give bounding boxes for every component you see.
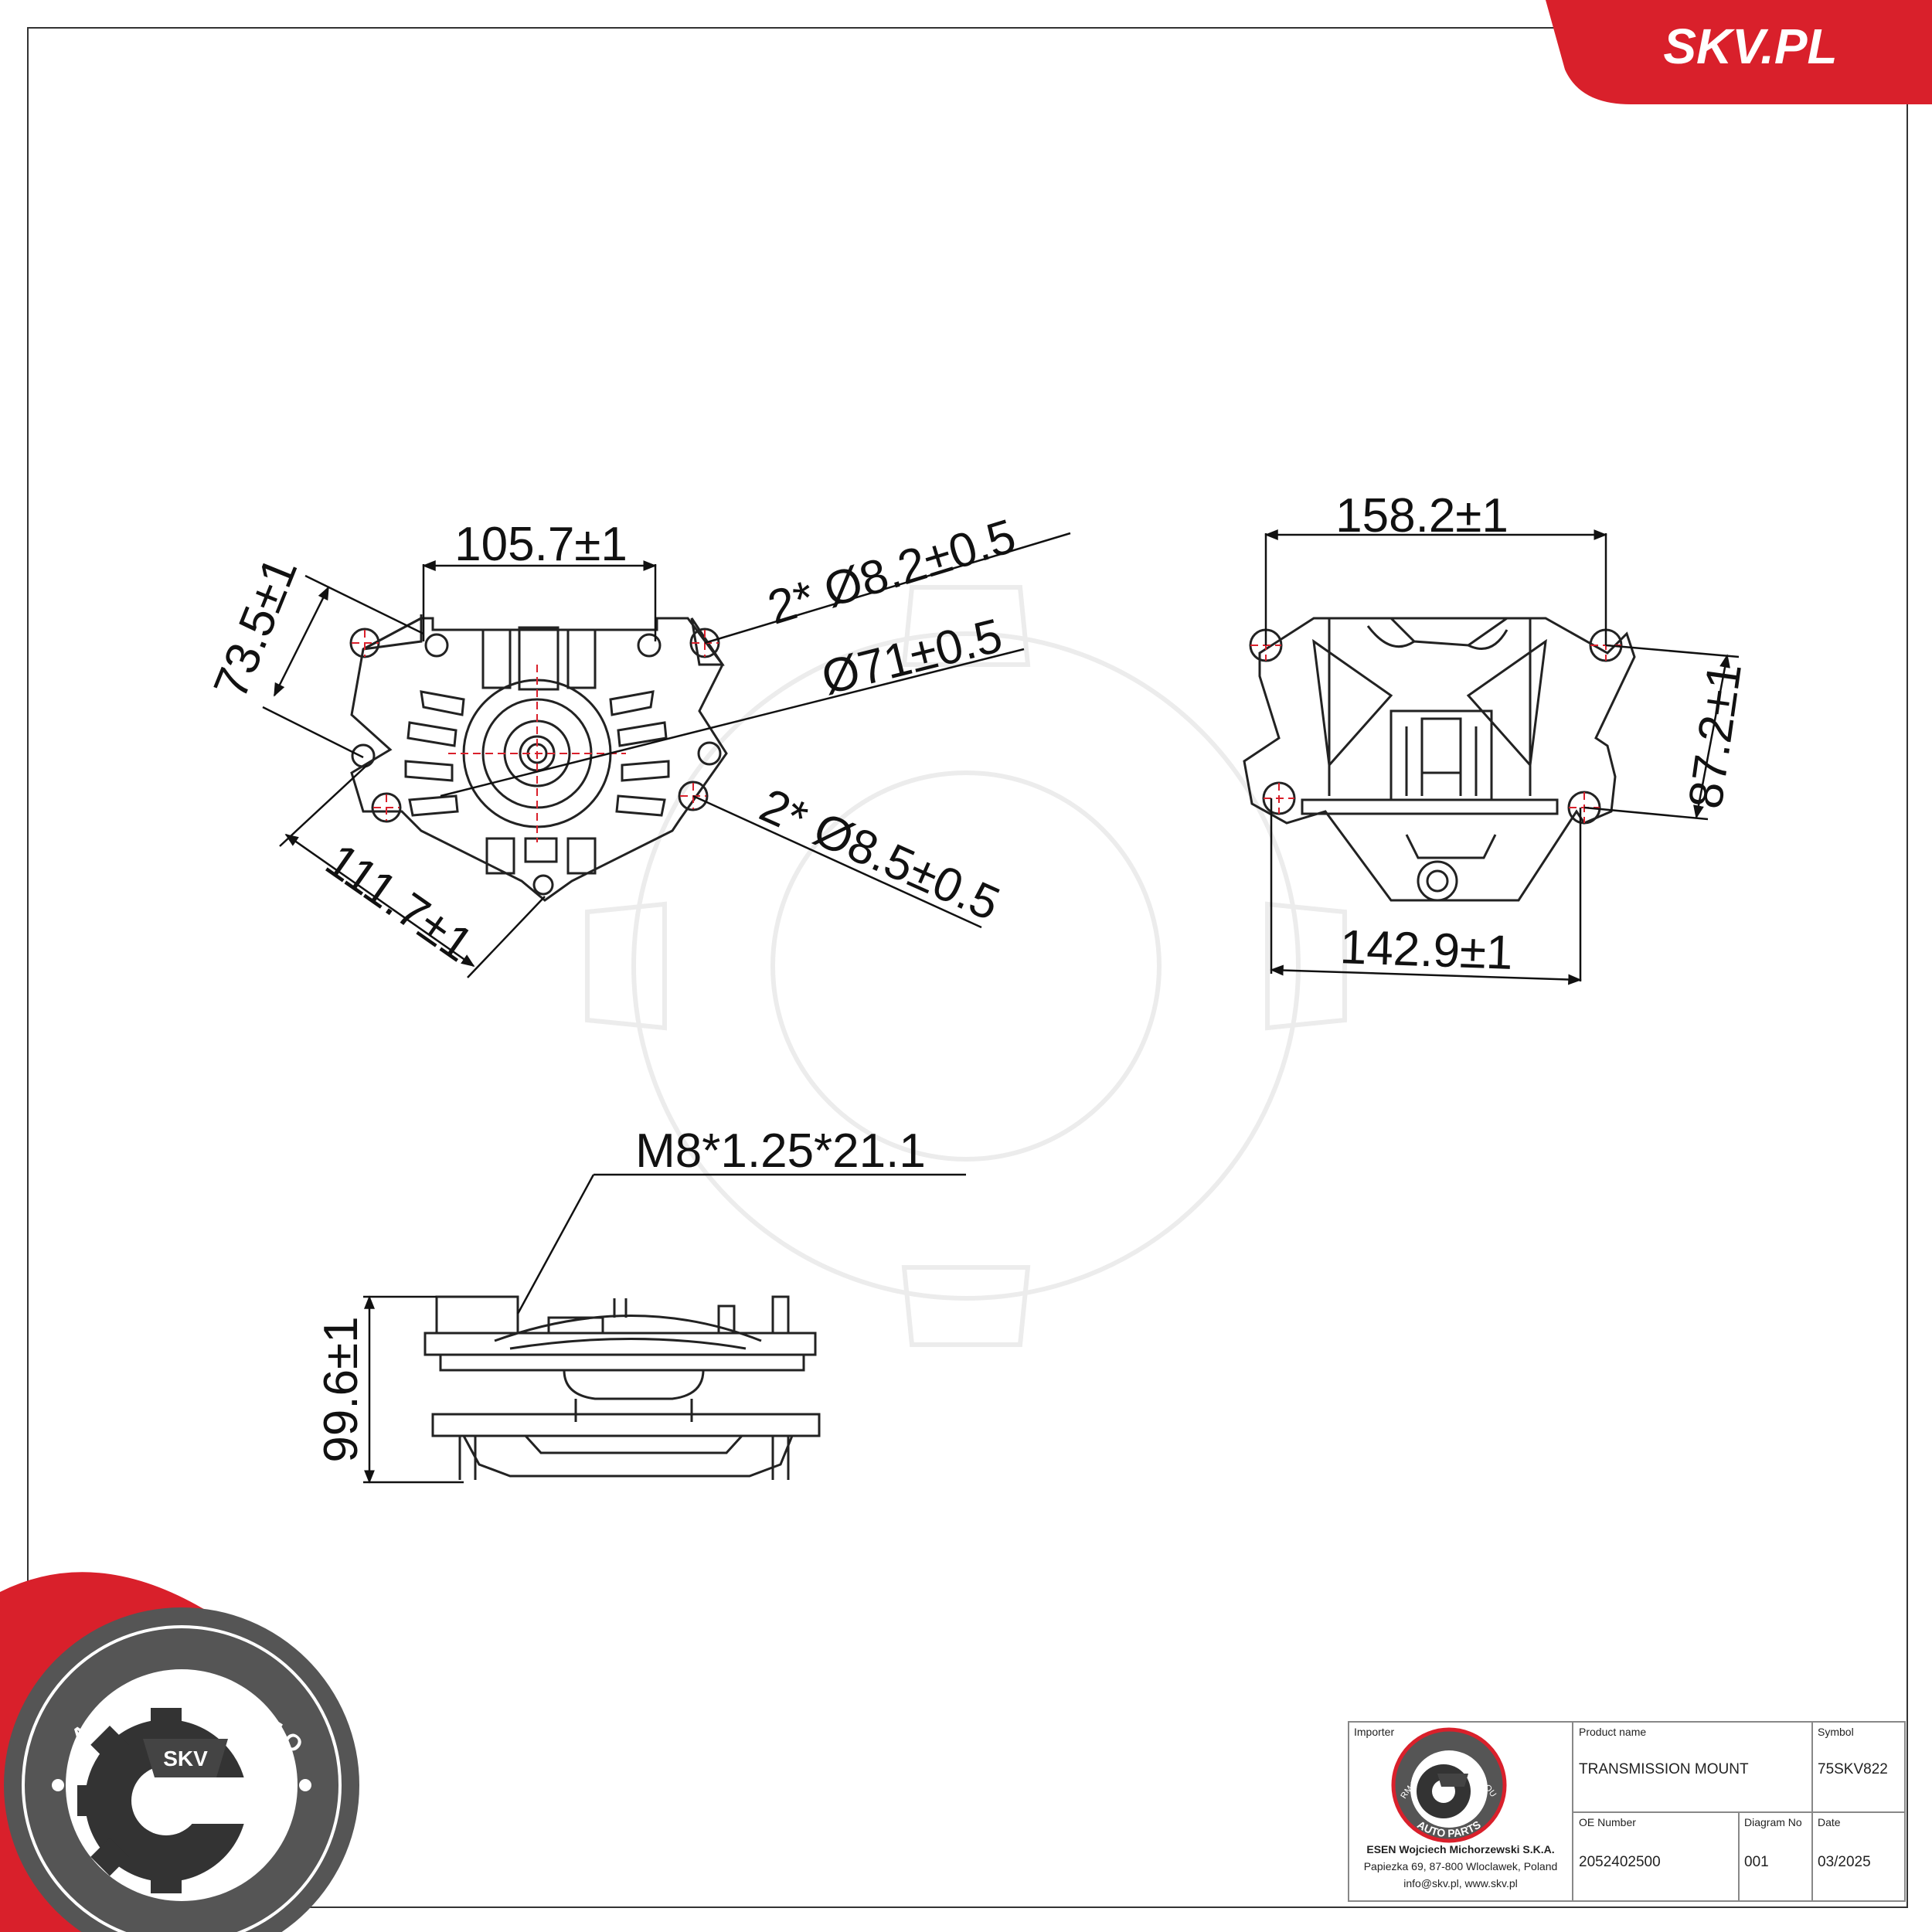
dim-side-bottom: 142.9±1: [1339, 920, 1514, 980]
symbol-label: Symbol: [1818, 1726, 1854, 1738]
dim-top-width: 105.7±1: [454, 518, 628, 571]
dim-side-right: 87.2±1: [1679, 660, 1752, 812]
side-view-labels: 158.2±1 87.2±1 142.9±1: [1335, 489, 1752, 980]
product-name-value: TRANSMISSION MOUNT: [1579, 1761, 1749, 1777]
title-block-text: Importer ESEN Wojciech Michorzewski S.K.…: [1354, 1726, 1888, 1889]
top-view-dimensions: [262, 532, 1071, 978]
symbol-value: 75SKV822: [1818, 1761, 1888, 1777]
front-view: [423, 1295, 821, 1480]
diagram-no-label: Diagram No: [1744, 1816, 1802, 1828]
brand-seal-center-text: SKV: [163, 1747, 208, 1770]
dim-top-left: 73.5±1: [204, 550, 308, 706]
side-view: [1243, 617, 1636, 902]
importer-line-3: info@skv.pl, www.skv.pl: [1403, 1877, 1518, 1889]
svg-text:AFTERMARKET PRICE · OE QUALITY: AFTERMARKET PRICE · OE QUALITY: [0, 0, 1498, 1801]
dim-side-top: 158.2±1: [1335, 489, 1509, 543]
hole-icon: [678, 781, 709, 811]
diagram-no-value: 001: [1744, 1854, 1769, 1870]
dim-top-bottom: 111.7±1: [316, 833, 482, 972]
brand-corner-tab: SKV.PL: [1546, 0, 1932, 104]
side-view-dimensions: [1264, 529, 1740, 985]
front-view-labels: M8*1.25*21.1 99.6±1: [315, 1124, 926, 1463]
front-view-dimensions: [363, 1173, 966, 1484]
hole-icon: [424, 633, 449, 658]
date-value: 03/2025: [1818, 1854, 1871, 1870]
importer-label: Importer: [1354, 1726, 1394, 1738]
hole-icon: [697, 741, 722, 766]
drawing-border: [27, 27, 1908, 1908]
hole-icon: [371, 792, 402, 823]
top-view-labels: 105.7±1 73.5±1 111.7±1 2* Ø8.2±0.5 Ø71±0…: [204, 509, 1022, 972]
hole-icon: [1417, 860, 1458, 902]
title-block-logo: AFTERMARKET PRICE · OE QUALITY AUTO PART…: [0, 0, 1507, 1843]
top-view-outline: [350, 614, 728, 902]
date-label: Date: [1818, 1816, 1841, 1828]
watermark-gear-icon: [585, 585, 1347, 1347]
brand-seal-badge: AFTERMARKET PRICE · OE QUALITY AUTO PART…: [0, 0, 359, 1932]
importer-line-2: Papiezka 69, 87-800 Wloclawek, Poland: [1364, 1860, 1558, 1872]
brand-seal-ring-text: AFTERMARKET PRICE · OE QUALITY: [0, 0, 308, 1758]
side-view-centerlines: [1250, 630, 1621, 823]
hole-icon: [637, 633, 662, 658]
hole-icon: [351, 743, 376, 768]
hole-center-label: Ø71±0.5: [817, 609, 1008, 705]
top-view: [349, 614, 728, 902]
brand-corner-label: SKV.PL: [1663, 19, 1837, 74]
oe-number-label: OE Number: [1579, 1816, 1636, 1828]
hole-icon: [1426, 869, 1449, 893]
importer-line-1: ESEN Wojciech Michorzewski S.K.A.: [1366, 1843, 1554, 1855]
hole-icon: [532, 874, 554, 896]
dim-front-height: 99.6±1: [315, 1316, 368, 1462]
oe-number-value: 2052402500: [1579, 1854, 1661, 1870]
product-name-label: Product name: [1579, 1726, 1646, 1738]
thread-label: M8*1.25*21.1: [635, 1124, 926, 1178]
hole-lower-label: 2* Ø8.5±0.5: [752, 779, 1007, 931]
